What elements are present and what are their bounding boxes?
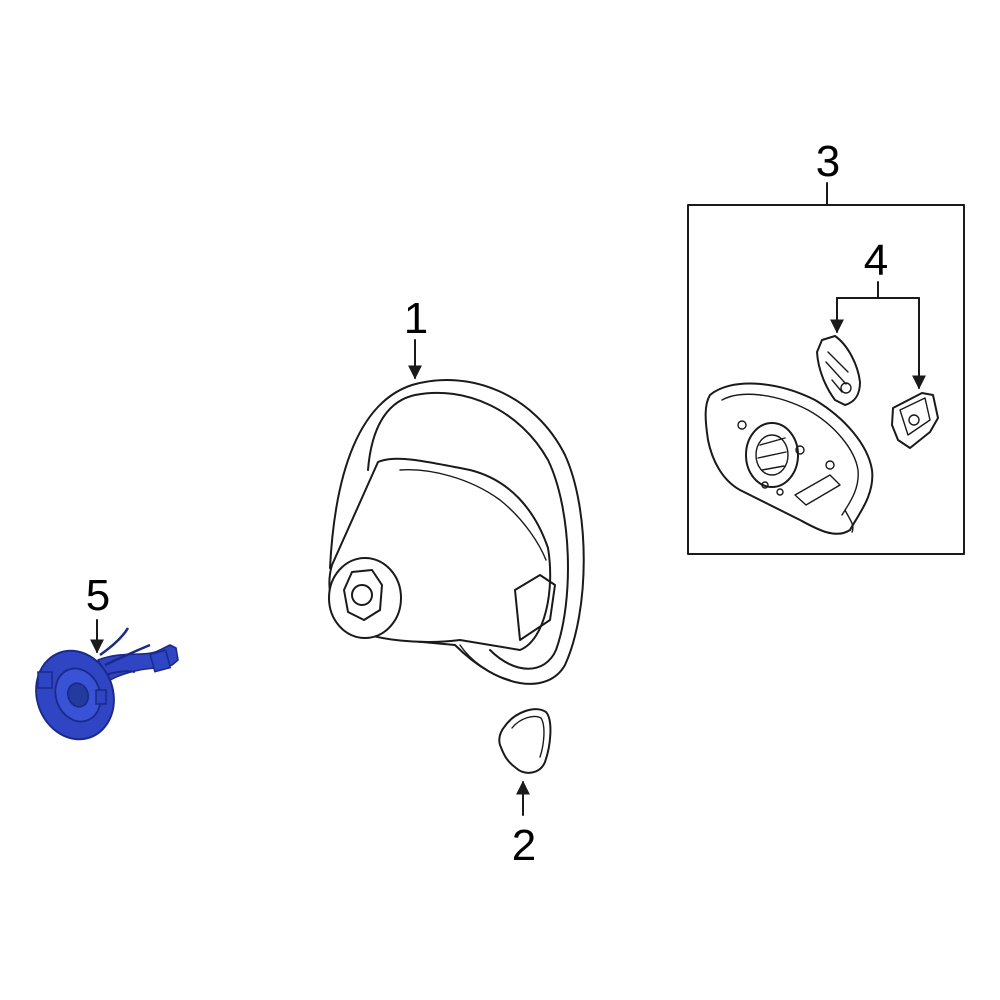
- switch-icon[interactable]: [891, 392, 939, 449]
- airbag-module-icon[interactable]: [704, 382, 874, 535]
- steering-wheel-icon[interactable]: [328, 378, 585, 685]
- callout-5: 5: [85, 571, 111, 620]
- trim-cover-icon[interactable]: [498, 708, 552, 774]
- callout-4: 4: [863, 236, 889, 285]
- callout-3: 3: [815, 137, 841, 186]
- clock-spring-icon[interactable]: [24, 627, 179, 750]
- switch-icon[interactable]: [816, 335, 861, 406]
- callout-2: 2: [511, 821, 537, 870]
- callout-1: 1: [403, 294, 429, 343]
